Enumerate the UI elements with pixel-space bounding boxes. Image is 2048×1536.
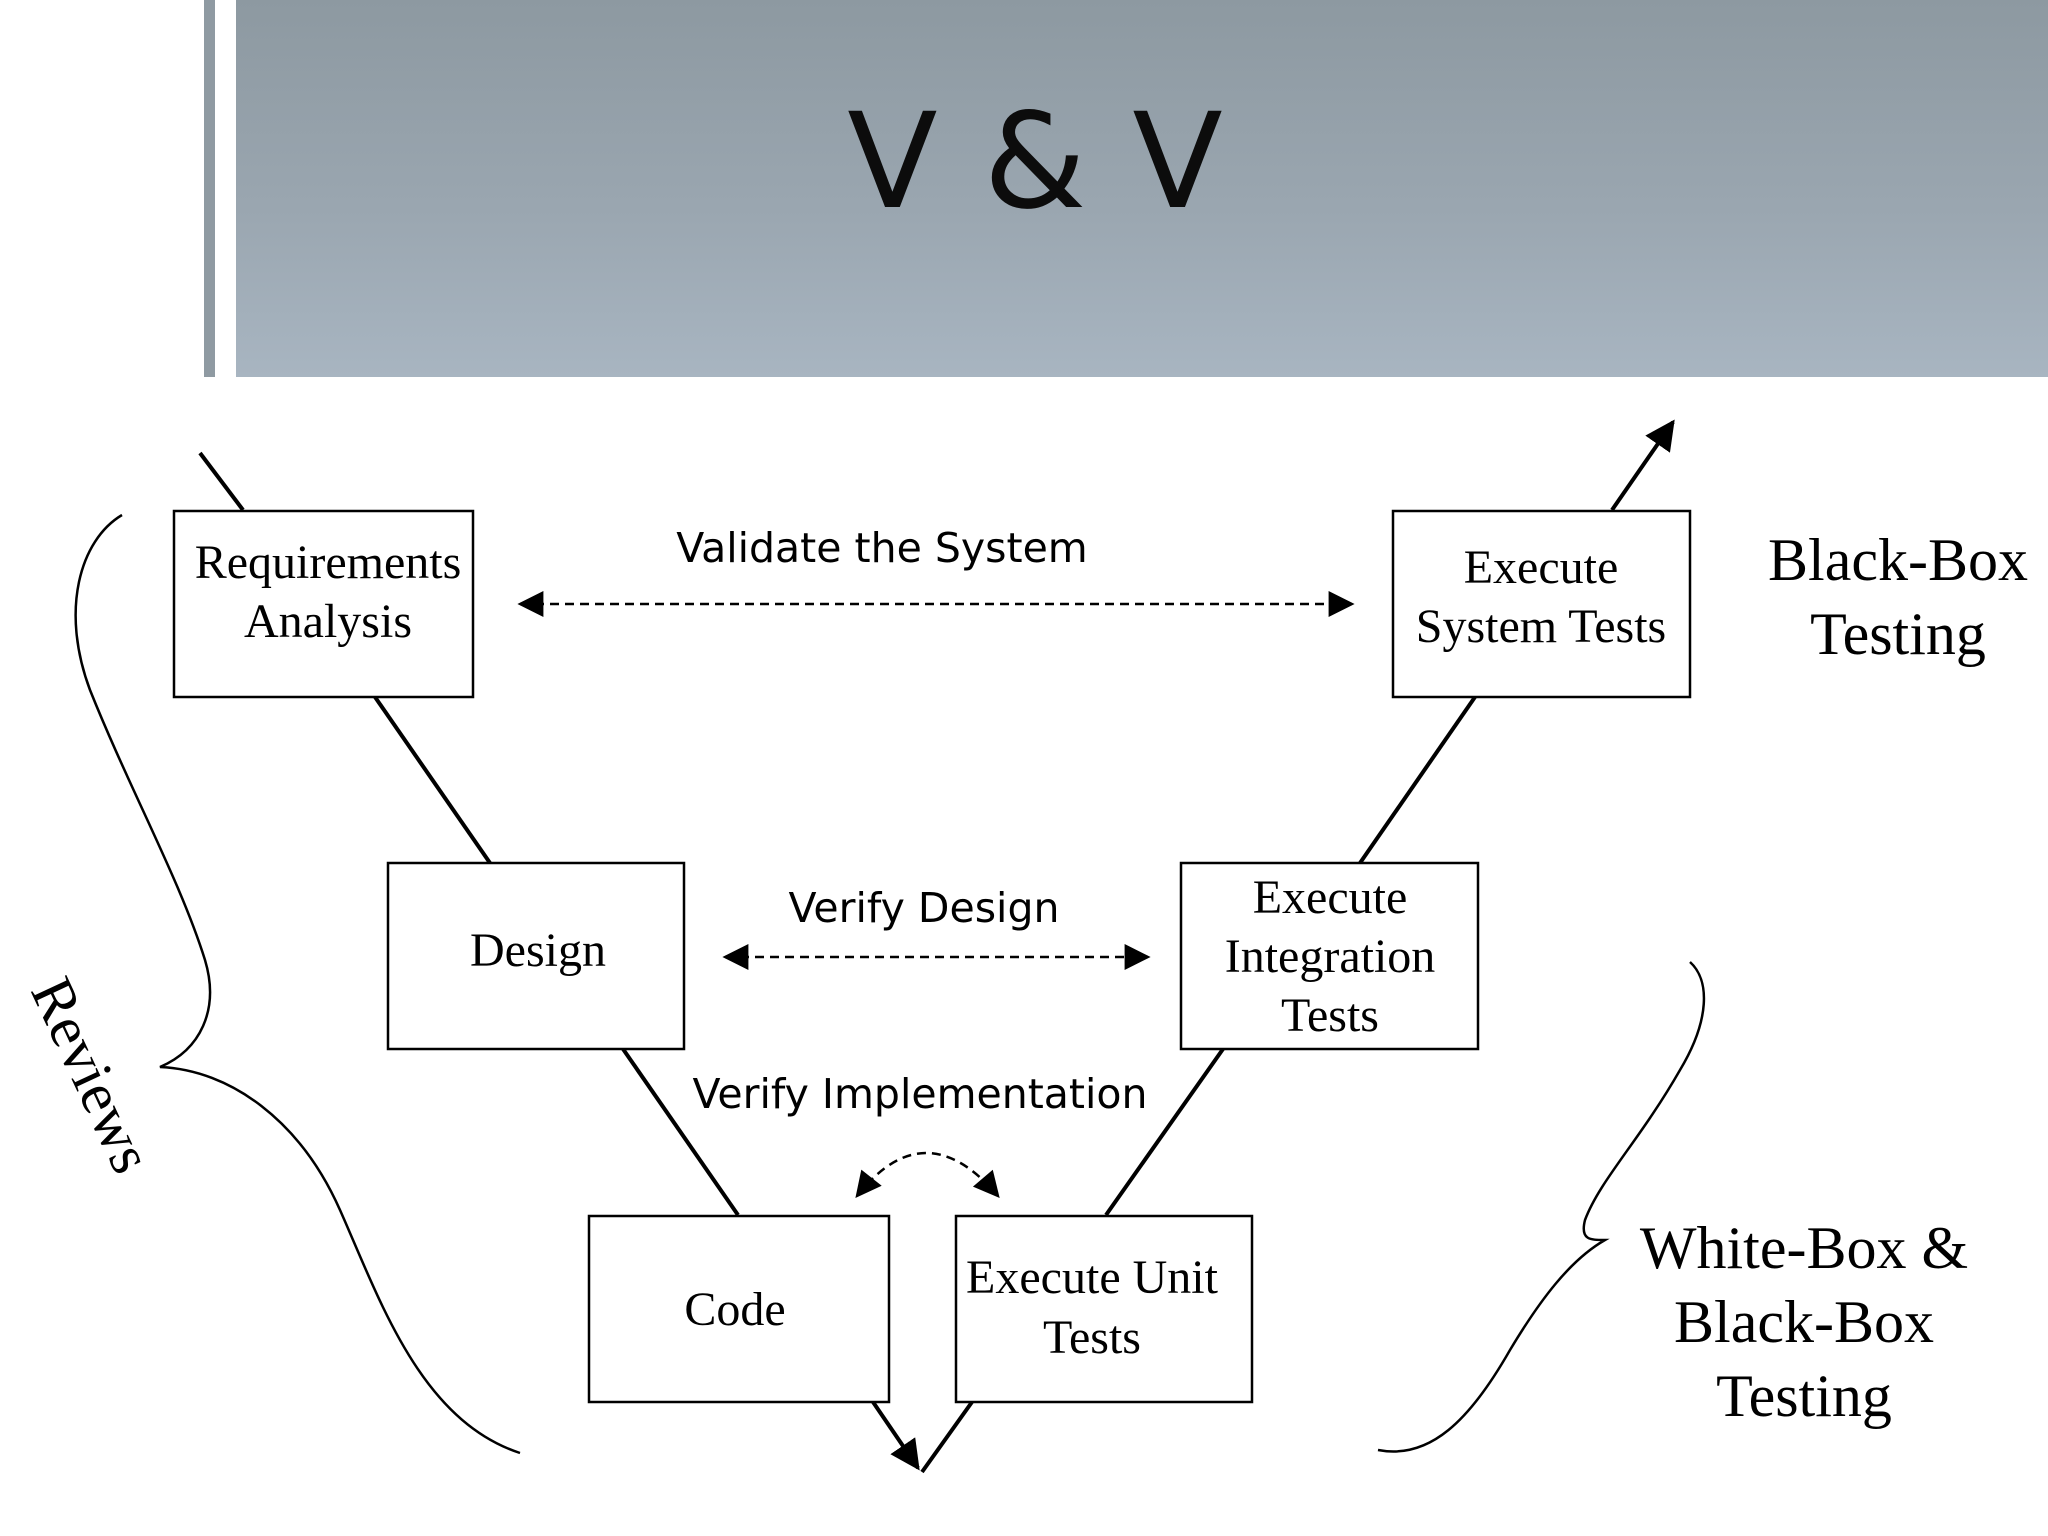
reviews-label: Reviews	[18, 968, 165, 1183]
label-integration-tests: Tests	[1281, 989, 1379, 1042]
verify-implementation-arrow	[855, 1151, 1000, 1199]
v-line-unit-to-integration	[1104, 1047, 1225, 1217]
label-integration-execute: Execute	[1253, 871, 1408, 924]
v-line-bottom-to-unit	[920, 1400, 974, 1474]
label-unit-tests: Tests	[1043, 1311, 1141, 1364]
white-box-label-3: Testing	[1716, 1363, 1892, 1429]
label-integration: Integration	[1225, 930, 1436, 983]
reviews-brace	[74, 513, 521, 1455]
verification-arrows	[517, 591, 1355, 1199]
v-line-req-to-design	[373, 695, 492, 865]
box-execute-unit-tests	[954, 1214, 1254, 1404]
box-execute-system-tests	[1391, 509, 1692, 699]
box-execute-integration-tests	[1179, 861, 1480, 1051]
label-code: Code	[684, 1283, 785, 1336]
verify-implementation-label: Verify Implementation	[693, 1070, 1148, 1118]
box-requirements-analysis	[172, 509, 475, 699]
label-system-tests: System Tests	[1416, 600, 1666, 653]
black-box-label-2: Testing	[1810, 601, 1986, 667]
label-execute-unit: Execute Unit	[966, 1251, 1219, 1304]
slide-accent-bar	[204, 0, 215, 377]
black-box-label-1: Black-Box	[1768, 527, 2028, 593]
white-box-label-1: White-Box &	[1640, 1215, 1968, 1281]
white-box-brace	[1377, 961, 1706, 1453]
v-line-system-to-top	[1610, 419, 1675, 512]
v-line-design-to-code	[621, 1047, 740, 1217]
slide-header: V & V	[236, 0, 2048, 377]
label-requirements: Requirements	[195, 536, 462, 589]
v-line-top-left	[198, 451, 245, 512]
verify-design-label: Verify Design	[789, 884, 1060, 932]
box-design	[386, 861, 686, 1051]
v-lines	[198, 419, 1675, 1474]
white-box-label-2: Black-Box	[1674, 1289, 1934, 1355]
validate-system-label: Validate the System	[676, 524, 1087, 572]
label-system-execute: Execute	[1464, 541, 1619, 594]
label-design: Design	[470, 924, 606, 977]
label-analysis: Analysis	[244, 595, 412, 648]
process-boxes	[172, 509, 1692, 1404]
v-line-integration-to-system	[1358, 695, 1477, 865]
v-line-code-to-bottom	[871, 1400, 920, 1471]
box-code	[587, 1214, 891, 1404]
slide-title: V & V	[847, 85, 1225, 239]
